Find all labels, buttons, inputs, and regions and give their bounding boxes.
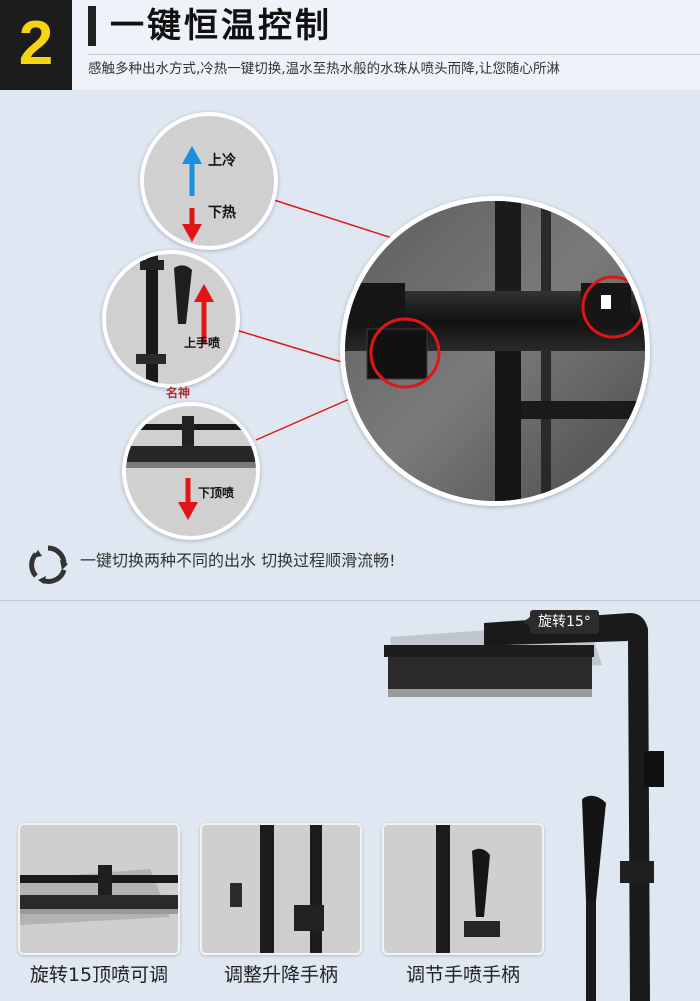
switch-note: 一键切换两种不同的出水 切换过程顺滑流畅! (80, 551, 396, 570)
arrow-down-red-icon (178, 502, 198, 520)
valve-closeup-circle (340, 196, 650, 506)
brand-watermark: 名神 (166, 386, 191, 400)
hand-shower-holder-illustration (436, 825, 500, 953)
step-number: 2 (18, 9, 54, 78)
arrow-up-red-icon (194, 284, 214, 302)
feature-thumb-rotate (18, 823, 180, 955)
top-shower-down-label: 下顶喷 (198, 486, 235, 500)
arrow-up-icon (182, 146, 202, 164)
hand-shower-callout-circle: 上手喷 (102, 250, 240, 388)
adjustment-features-section: 旋转15° 旋转15顶喷可调 调整升降手柄 调节手喷手柄 (0, 600, 700, 1001)
page-title: 一键恒温控制 (110, 6, 332, 46)
page-subtitle: 感触多种出水方式,冷热一键切换,温水至热水般的水珠从喷头而降,让您随心所淋 (88, 61, 560, 77)
shower-system-illustration (384, 613, 664, 1001)
valve-control-section: 上冷 下热 上手喷 名神 下顶喷 (0, 90, 700, 600)
top-shower-callout-circle: 下顶喷 (122, 402, 260, 540)
slider-handle-illustration (230, 825, 324, 953)
arrow-down-icon (182, 224, 202, 242)
feature-thumb-slider (200, 823, 362, 955)
top-shower-illustration (126, 416, 256, 520)
switch-rotate-icon (29, 545, 68, 584)
rotating-top-shower-illustration (20, 865, 178, 925)
title-accent-bar (88, 6, 96, 46)
temperature-arrows (182, 146, 202, 242)
hand-shower-illustration (136, 254, 214, 384)
cold-label: 上冷 (208, 153, 236, 169)
feature-caption-slider: 调整升降手柄 (223, 964, 338, 986)
hot-label: 下热 (208, 205, 236, 221)
feature-thumb-hand-shower (382, 823, 544, 955)
hand-shower-up-label: 上手喷 (184, 336, 221, 350)
step-number-badge: 2 (0, 0, 72, 114)
title-divider (88, 54, 700, 55)
thermostatic-valve-illustration (345, 201, 645, 501)
rotation-tag: 旋转15° (523, 610, 599, 634)
feature-caption-hand-shower: 调节手喷手柄 (405, 964, 520, 986)
temperature-callout-circle: 上冷 下热 (140, 112, 278, 250)
header: 2 一键恒温控制 感触多种出水方式,冷热一键切换,温水至热水般的水珠从喷头而降,… (0, 0, 700, 114)
feature-caption-rotate: 旋转15顶喷可调 (29, 964, 169, 986)
hot-cold-switch-highlight (369, 317, 441, 389)
